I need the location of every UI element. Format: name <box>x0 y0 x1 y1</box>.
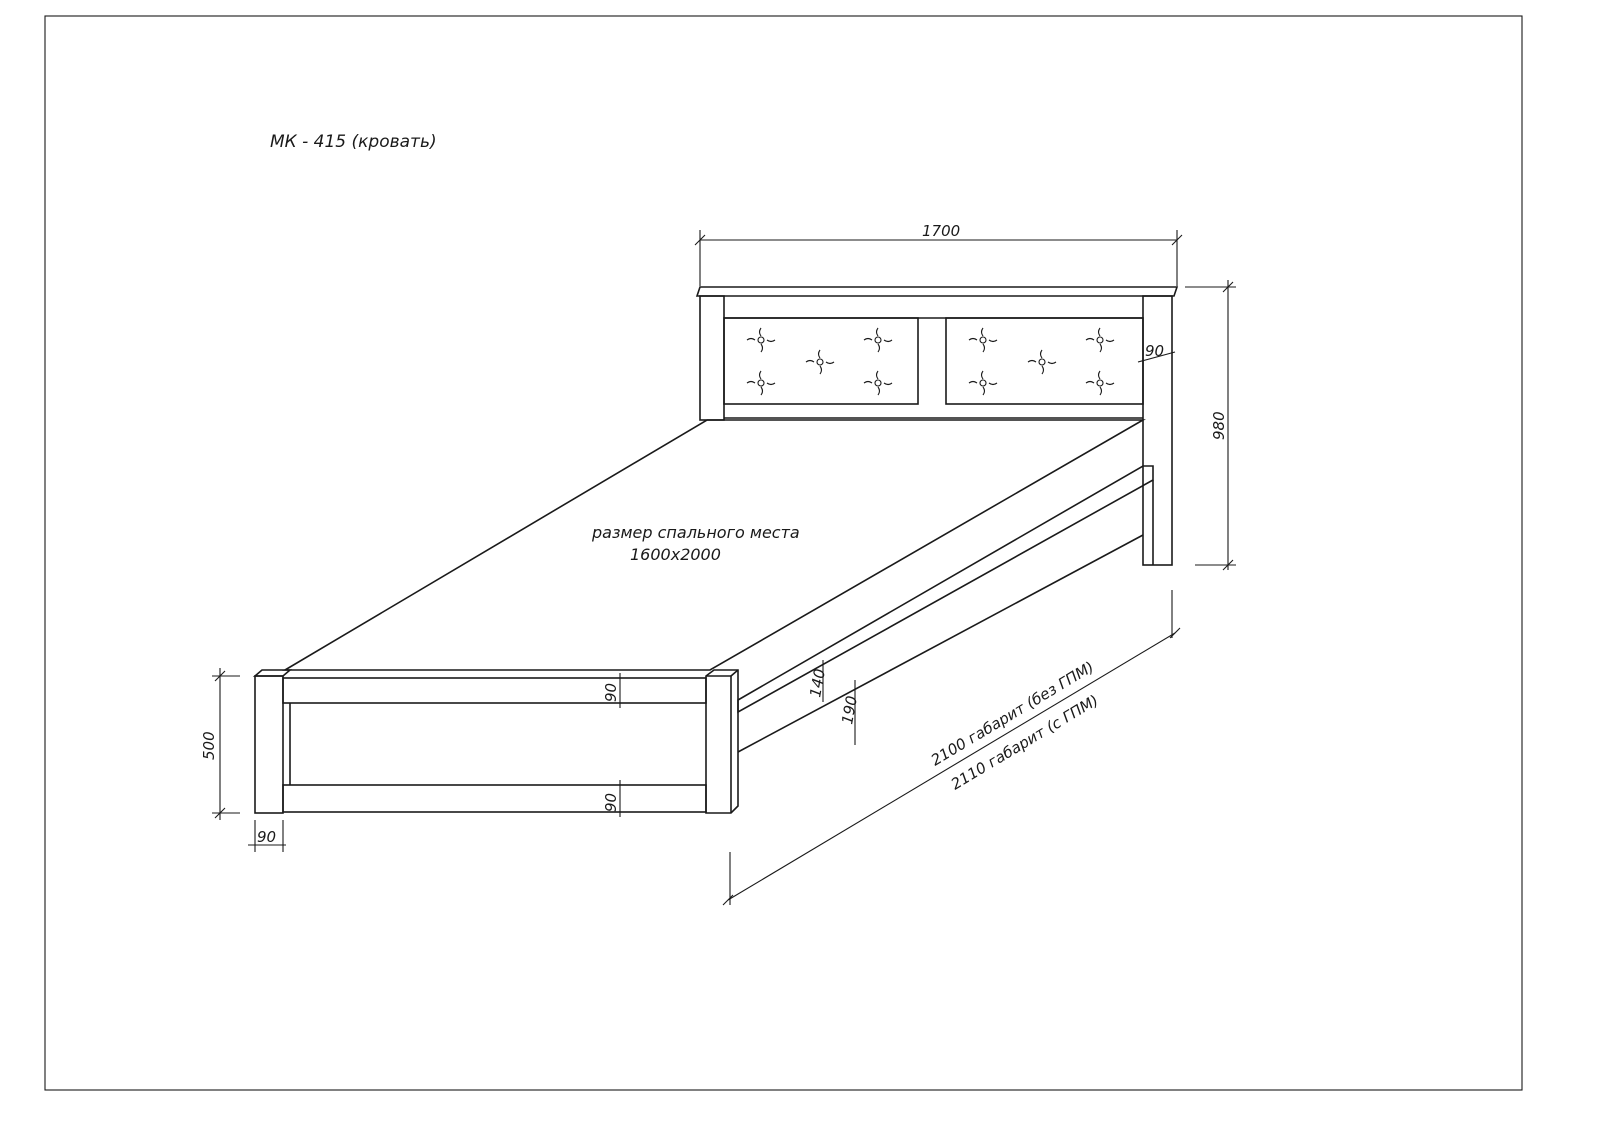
dim-headboard-height: 980 <box>1210 411 1228 440</box>
tuft-button-icon <box>746 327 776 353</box>
dim-side-rail-height: 190 <box>838 694 861 725</box>
sleeping-area-label: размер спального места <box>591 523 800 542</box>
sleeping-surface <box>282 419 1146 671</box>
sleeping-area-size: 1600x2000 <box>630 545 721 564</box>
sheet-border <box>44 15 1523 1091</box>
footboard <box>252 669 739 814</box>
tuft-button-icon <box>1085 370 1115 396</box>
dim-width: 1700 <box>922 222 960 240</box>
dim-footboard-post: 90 <box>257 828 276 846</box>
dim-footboard-height: 500 <box>200 731 218 760</box>
tuft-button-icon <box>1027 349 1057 375</box>
dim-side-rail: 140 <box>806 667 829 698</box>
dim-top-rail: 90 <box>602 683 620 702</box>
dimension-lines <box>212 230 1236 906</box>
tuft-button-icon <box>746 370 776 396</box>
dim-bottom-rail: 90 <box>602 793 620 812</box>
tuft-button-icon <box>1085 327 1115 353</box>
tuft-button-icon <box>968 327 998 353</box>
tuft-button-icon <box>863 327 893 353</box>
drawing-title: МК - 415 (кровать) <box>270 132 437 152</box>
tuft-button-icon <box>863 370 893 396</box>
dim-headboard-post: 90 <box>1145 342 1164 360</box>
tuft-button-icon <box>968 370 998 396</box>
headboard <box>695 286 1179 566</box>
tufted-buttons <box>746 327 1115 396</box>
tuft-button-icon <box>805 349 835 375</box>
